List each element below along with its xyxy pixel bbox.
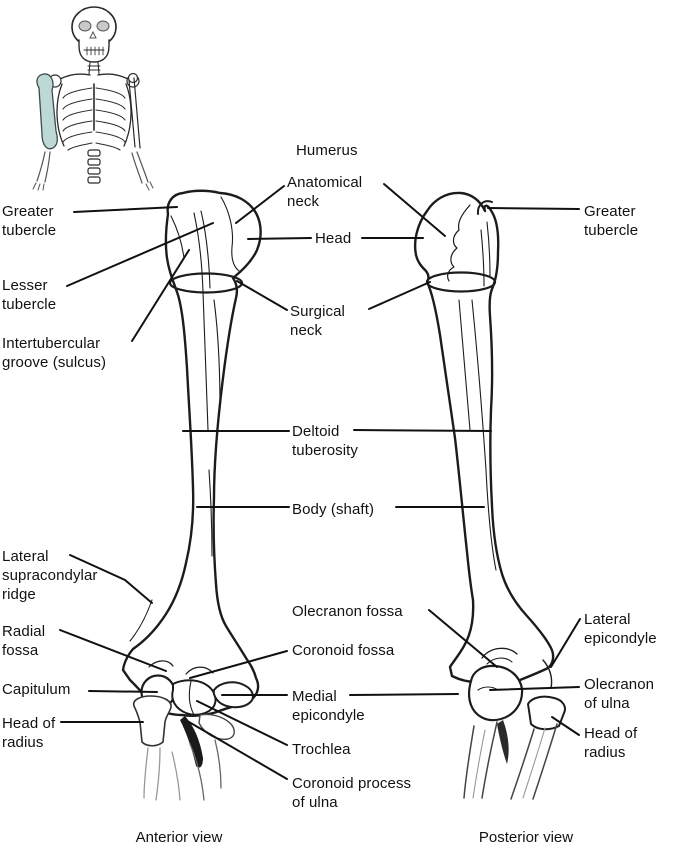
label-surgical-neck: Surgical neck [290, 303, 345, 339]
posterior-humerus-drawing [413, 191, 566, 800]
label-coronoid-fossa: Coronoid fossa [292, 642, 395, 659]
label-anatomical-neck: Anatomical neck [287, 174, 363, 210]
skeleton-inset-icon [32, 6, 154, 191]
label-head-of-radius-anterior: Head of radius [2, 715, 56, 751]
figure-title: Humerus [296, 142, 358, 159]
label-greater-tubercle-posterior: Greater tubercle [584, 203, 639, 239]
highlighted-humerus-bone [36, 73, 58, 150]
label-greater-tubercle-anterior: Greater tubercle [2, 203, 57, 239]
label-medial-epicondyle: Medial epicondyle [292, 688, 365, 724]
label-lesser-tubercle: Lesser tubercle [2, 277, 57, 313]
label-head-of-radius-posterior: Head of radius [584, 725, 638, 761]
label-lateral-supracondylar-ridge: Lateral supracondylar ridge [2, 548, 98, 603]
label-radial-fossa: Radial fossa [2, 623, 46, 659]
caption-anterior-view: Anterior view [135, 829, 223, 846]
label-capitulum: Capitulum [2, 681, 71, 698]
label-olecranon-fossa: Olecranon fossa [292, 603, 403, 620]
label-head: Head [315, 230, 352, 247]
label-deltoid-tuberosity: Deltoid tuberosity [292, 423, 359, 459]
caption-posterior-view: Posterior view [478, 829, 574, 846]
anterior-humerus-drawing [121, 189, 262, 801]
label-body-shaft: Body (shaft) [292, 501, 375, 518]
label-trochlea: Trochlea [292, 741, 351, 758]
label-lateral-epicondyle: Lateral epicondyle [584, 611, 657, 647]
label-coronoid-process-of-ulna: Coronoid process of ulna [292, 775, 412, 811]
label-olecranon-of-ulna: Olecranon of ulna [584, 676, 655, 712]
label-intertubercular-groove: Intertubercular groove (sulcus) [2, 335, 107, 371]
leader-lines [59, 183, 581, 780]
